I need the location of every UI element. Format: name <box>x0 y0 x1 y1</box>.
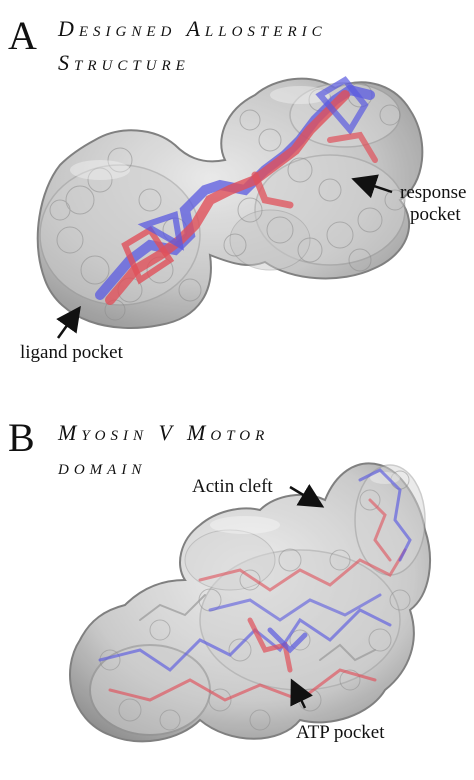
ligand-pocket-arrow <box>56 305 81 339</box>
allosteric-structure-surface <box>36 77 424 329</box>
atp-pocket-arrow <box>290 678 313 709</box>
panel-a-letter: A <box>8 13 37 58</box>
allosteric-ligand-sticks <box>95 76 378 305</box>
panel-b-letter: B <box>8 415 35 460</box>
actin-cleft-label: Actin cleft <box>192 476 273 497</box>
response-pocket-label-line2: pocket <box>410 204 461 225</box>
ligand-pocket-label: ligand pocket <box>20 342 123 363</box>
panel-b-title-line2: domain <box>58 454 147 479</box>
response-pocket-label-line1: response <box>400 182 467 203</box>
panel-a-title-line2: Structure <box>58 50 190 75</box>
response-pocket-arrow <box>351 174 393 199</box>
panel-b-title-line1: Myosin V Motor <box>58 420 270 445</box>
actin-cleft-arrow <box>289 483 325 508</box>
panel-a-title-line1: Designed Allosteric <box>58 16 327 41</box>
myosin-ribbons <box>98 468 412 702</box>
atp-pocket-label: ATP pocket <box>296 722 385 743</box>
